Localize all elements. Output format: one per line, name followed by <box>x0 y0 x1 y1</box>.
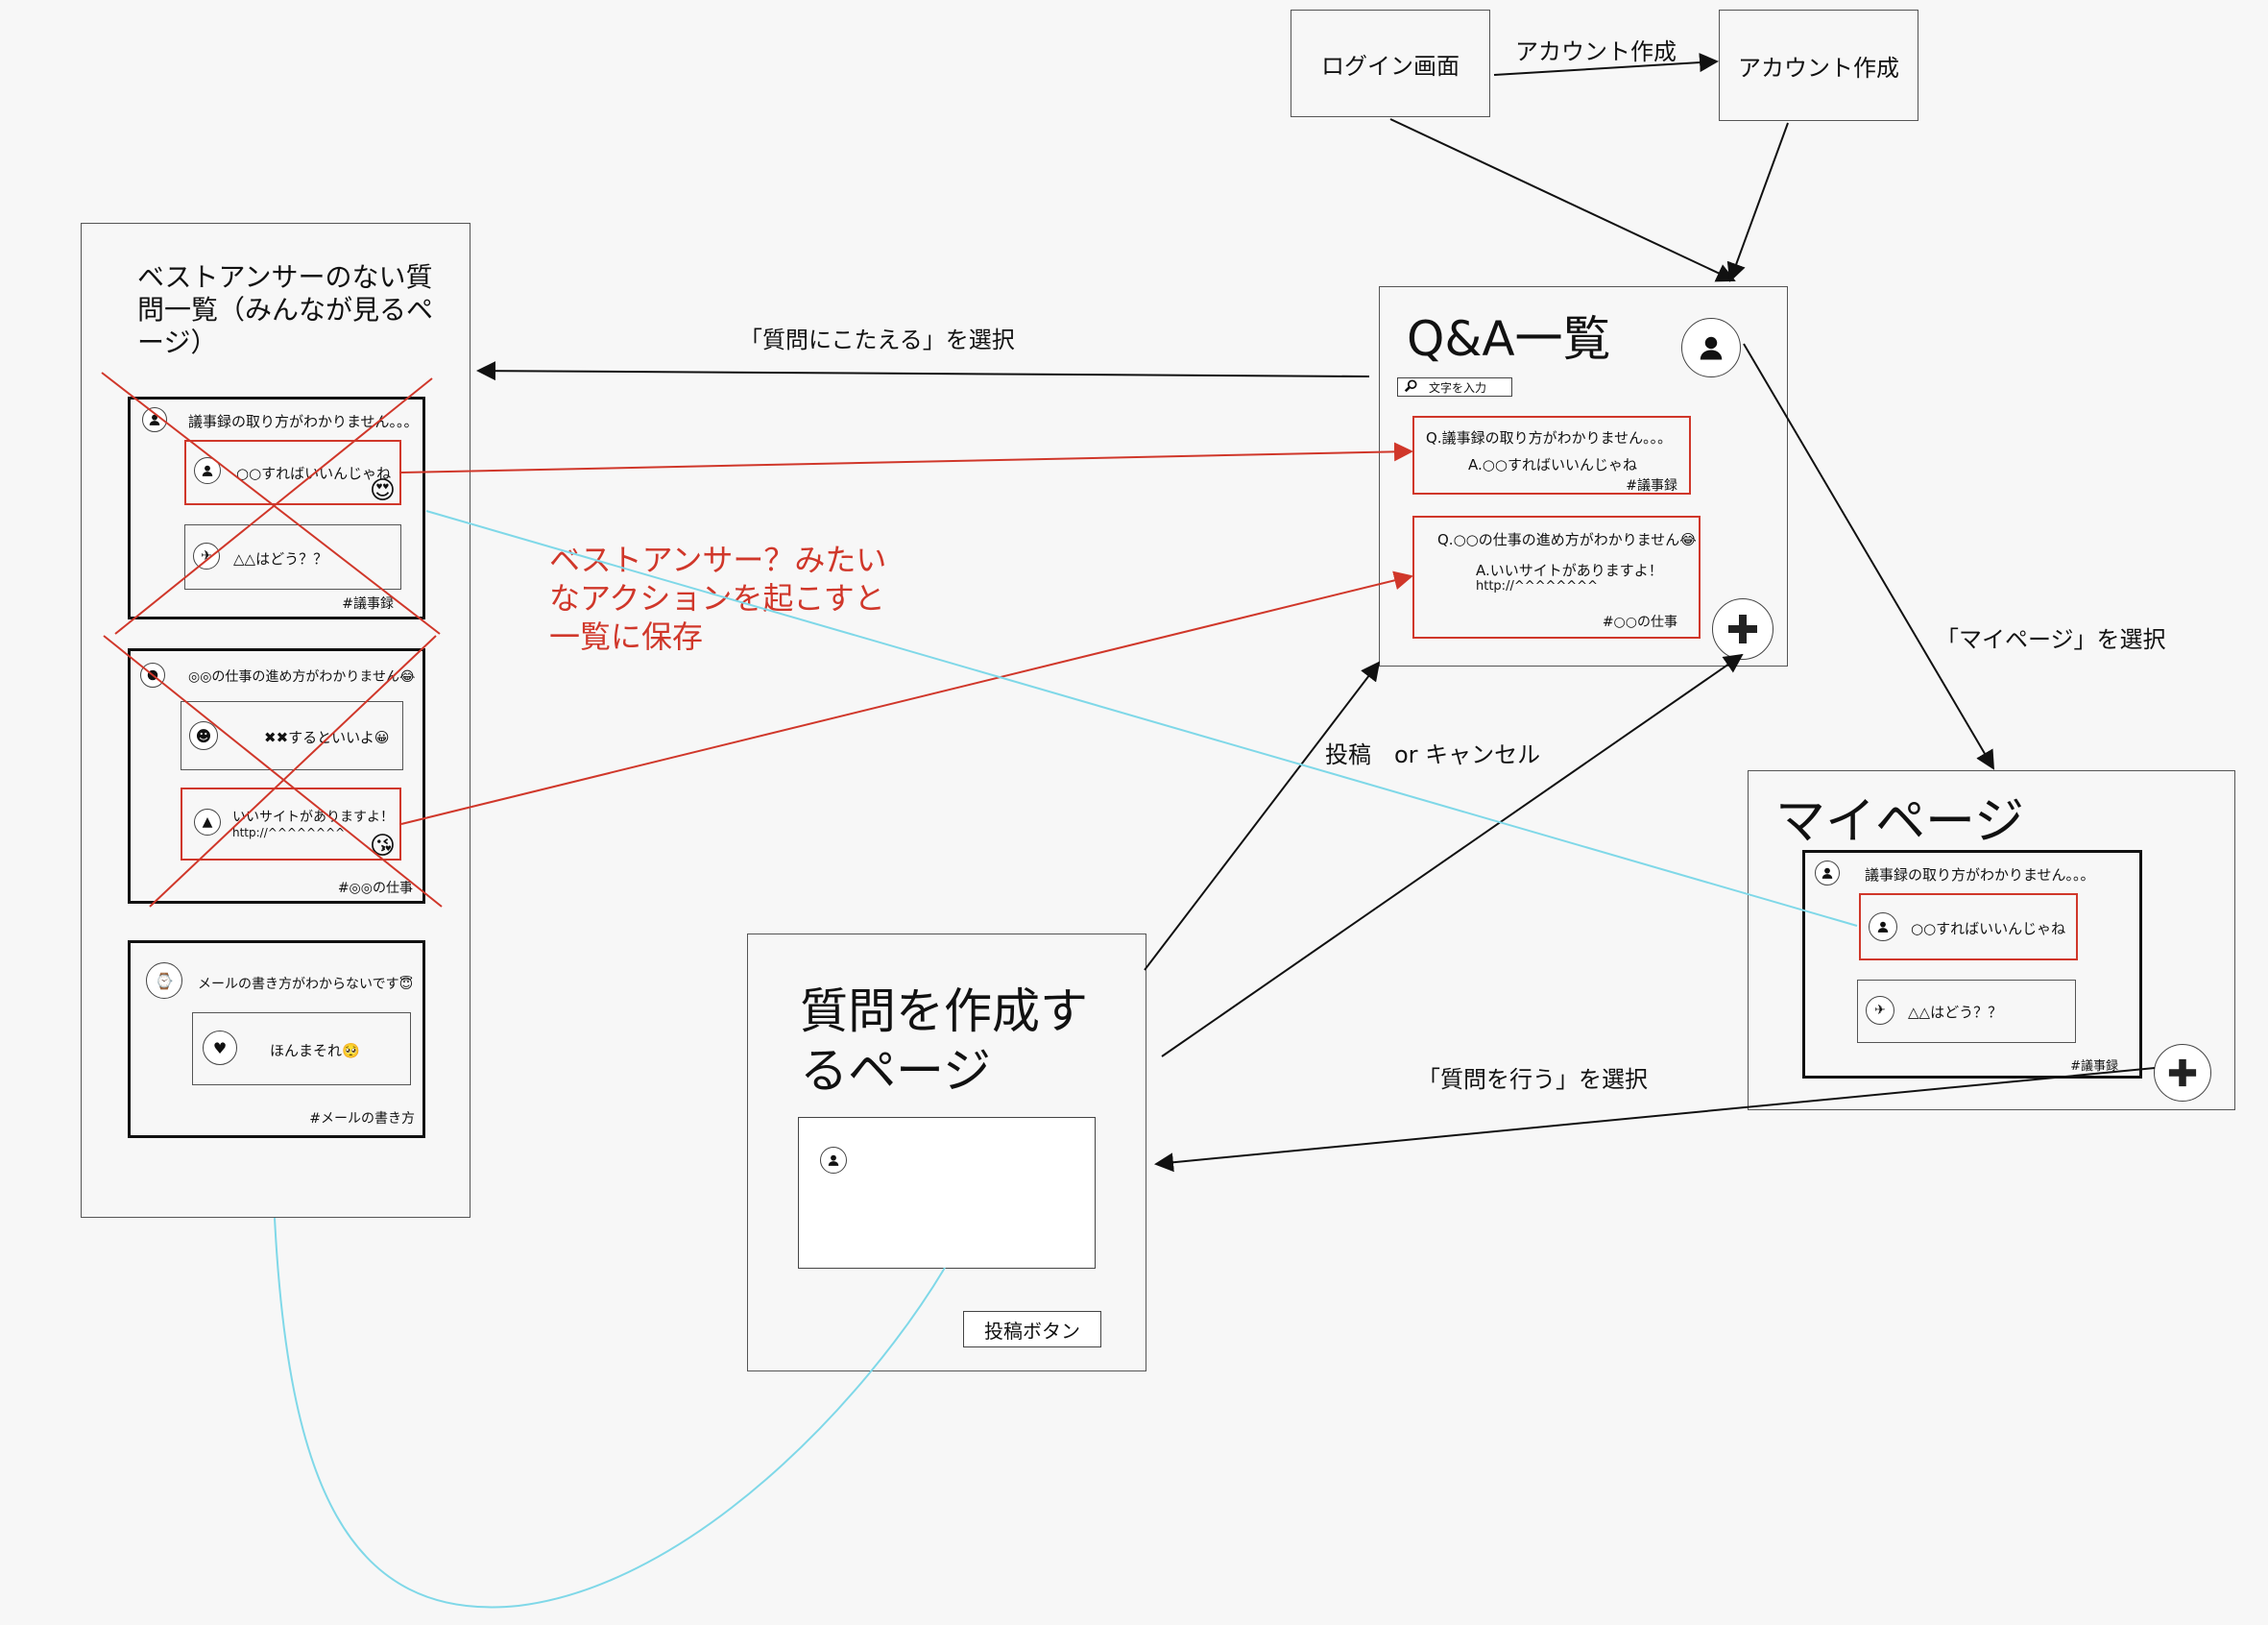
edge-qa-to-unanswered <box>476 361 1370 381</box>
card-2-question: ◎◎の仕事の進め方がわかりません😂 <box>188 669 416 685</box>
login-screen-node: ログイン画面 <box>1291 10 1490 117</box>
mypage-card[interactable]: 議事録の取り方がわかりません。。。 ○○すればいいんじゃね ✈ △△はどう？？ … <box>1802 850 2142 1079</box>
account-create-label: アカウント作成 <box>1738 54 1899 82</box>
card-1-answer-1-text: ○○すればいいんじゃね <box>236 465 392 482</box>
unanswered-list-node: ベストアンサーのない質 問一覧（みんなが見るペ ージ） 議事録の取り方がわかりま… <box>81 223 470 1218</box>
login-screen-label: ログイン画面 <box>1321 52 1460 80</box>
qa-card-2-question: Q.○○の仕事の進め方がわかりません😂 <box>1437 531 1697 548</box>
search-placeholder: 文字を入力 <box>1429 380 1487 395</box>
edge-label-answer-select: 「質問にこたえる」を選択 <box>739 327 1015 353</box>
note-line-3: 一覧に保存 <box>549 618 704 655</box>
qa-card-2[interactable]: Q.○○の仕事の進め方がわかりません😂 A.いいサイトがありますよ！ http:… <box>1412 516 1701 639</box>
watch-icon: ⌚ <box>146 962 182 999</box>
card-2-answer-1-text: ✖✖するといいよ😀 <box>264 729 390 746</box>
qa-list-node: Q&A一覧 文字を入力 Q.議事録の取り方がわかりません。。。 A.○○すればい… <box>1379 286 1788 667</box>
card-1-answer-1: ○○すればいいんじゃね 😍 <box>184 440 401 505</box>
edge-red-answer-1 <box>400 442 1413 473</box>
unanswered-title-line2: 問一覧（みんなが見るペ <box>137 294 434 326</box>
edge-label-post-cancel: 投稿 or キャンセル <box>1325 741 1541 768</box>
card-2-tag: #◎◎の仕事 <box>337 881 413 896</box>
create-title-line2: るページ <box>800 1043 991 1099</box>
card-3-question: メールの書き方がわからないです😇 <box>198 977 414 992</box>
qa-list-title: Q&A一覧 <box>1407 311 1611 367</box>
qa-card-1-answer: A.○○すればいいんじゃね <box>1468 456 1637 473</box>
kiss-heart-icon: 😘 <box>369 832 396 861</box>
edge-create-to-qa-1 <box>1144 661 1381 971</box>
user-icon <box>820 1147 847 1174</box>
user-icon[interactable] <box>1681 318 1741 377</box>
mypage-answer-2: ✈ △△はどう？？ <box>1857 980 2076 1043</box>
mypage-answer-1-text: ○○すればいいんじゃね <box>1911 920 2066 937</box>
card-2-answer-2: ▲ いいサイトがありますよ！ http://^^^^^^^^ 😘 <box>181 788 401 861</box>
edge-label-mypage-select: 「マイページ」を選択 <box>1936 626 2166 653</box>
mypage-tag: #議事録 <box>2070 1059 2118 1074</box>
user-icon <box>1869 912 1897 941</box>
edge-label-ask-select: 「質問を行う」を選択 <box>1417 1066 1648 1093</box>
card-1-answer-2: ✈ △△はどう？？ <box>184 524 401 590</box>
mypage-question: 議事録の取り方がわかりません。。。 <box>1865 866 2095 884</box>
search-input[interactable]: 文字を入力 <box>1397 377 1512 397</box>
globe-icon <box>140 663 165 688</box>
airplane-icon: ✈ <box>1866 996 1894 1025</box>
qa-card-1-question: Q.議事録の取り方がわかりません。。。 <box>1426 429 1673 447</box>
edge-account-to-qa <box>1726 122 1789 282</box>
unanswered-title-line1: ベストアンサーのない質 <box>137 261 433 293</box>
qa-card-2-answer-url: http://^^^^^^^^ <box>1476 579 1598 594</box>
rocket-icon: ▲ <box>194 809 221 836</box>
search-icon <box>1404 378 1417 397</box>
unanswered-title-line3: ージ） <box>137 327 218 358</box>
create-title-line1: 質問を作成す <box>800 983 1088 1039</box>
qa-card-1-tag: #議事録 <box>1626 478 1677 494</box>
post-button[interactable]: 投稿ボタン <box>963 1311 1101 1347</box>
add-question-button[interactable] <box>1712 598 1773 660</box>
ghost-icon: ☻ <box>189 721 218 750</box>
card-1-tag: #議事録 <box>342 596 394 612</box>
card-3-tag: #メールの書き方 <box>309 1111 415 1127</box>
balloon-icon: ♥ <box>203 1031 237 1065</box>
account-create-node: アカウント作成 <box>1719 10 1918 121</box>
edge-label-account-create: アカウント作成 <box>1515 38 1677 65</box>
user-icon <box>142 407 167 432</box>
qa-card-2-answer: A.いいサイトがありますよ！ <box>1476 562 1663 579</box>
mypage-answer-1: ○○すればいいんじゃね <box>1859 893 2078 960</box>
add-question-button[interactable] <box>2154 1044 2211 1102</box>
user-icon <box>194 457 221 484</box>
card-2-answer-1: ☻ ✖✖するといいよ😀 <box>181 701 403 770</box>
question-input[interactable] <box>798 1117 1096 1269</box>
mypage-answer-2-text: △△はどう？？ <box>1908 1004 2003 1021</box>
qa-card-1[interactable]: Q.議事録の取り方がわかりません。。。 A.○○すればいいんじゃね #議事録 <box>1412 416 1691 495</box>
card-1-question: 議事録の取り方がわかりません。。。 <box>188 413 419 430</box>
edge-login-to-qa <box>1389 118 1736 282</box>
create-question-node: 質問を作成す るページ 投稿ボタン <box>747 934 1146 1371</box>
smile-hearts-icon: 😍 <box>369 476 396 505</box>
unanswered-card-3[interactable]: ⌚ メールの書き方がわからないです😇 ♥ ほんまそれ🥺 #メールの書き方 <box>128 940 425 1138</box>
card-3-answer-1: ♥ ほんまそれ🥺 <box>192 1012 411 1085</box>
unanswered-card-2[interactable]: ◎◎の仕事の進め方がわかりません😂 ☻ ✖✖するといいよ😀 ▲ いいサイトがあり… <box>128 648 425 904</box>
user-icon <box>1815 861 1840 885</box>
mypage-title: マイページ <box>1775 793 2024 851</box>
airplane-icon: ✈ <box>193 543 220 570</box>
card-2-answer-2-text: いいサイトがありますよ！ <box>232 810 394 825</box>
edge-create-to-qa-2 <box>1161 653 1744 1057</box>
card-1-answer-2-text: △△はどう？？ <box>233 550 328 568</box>
card-2-answer-2-url: http://^^^^^^^^ <box>232 826 346 839</box>
qa-card-2-tag: #○○の仕事 <box>1602 615 1677 630</box>
unanswered-card-1[interactable]: 議事録の取り方がわかりません。。。 ○○すればいいんじゃね 😍 ✈ △△はどう？… <box>128 397 425 619</box>
card-3-answer-1-text: ほんまそれ🥺 <box>270 1042 360 1059</box>
mypage-node: マイページ 議事録の取り方がわかりません。。。 ○○すればいいんじゃね ✈ △△… <box>1748 770 2235 1110</box>
